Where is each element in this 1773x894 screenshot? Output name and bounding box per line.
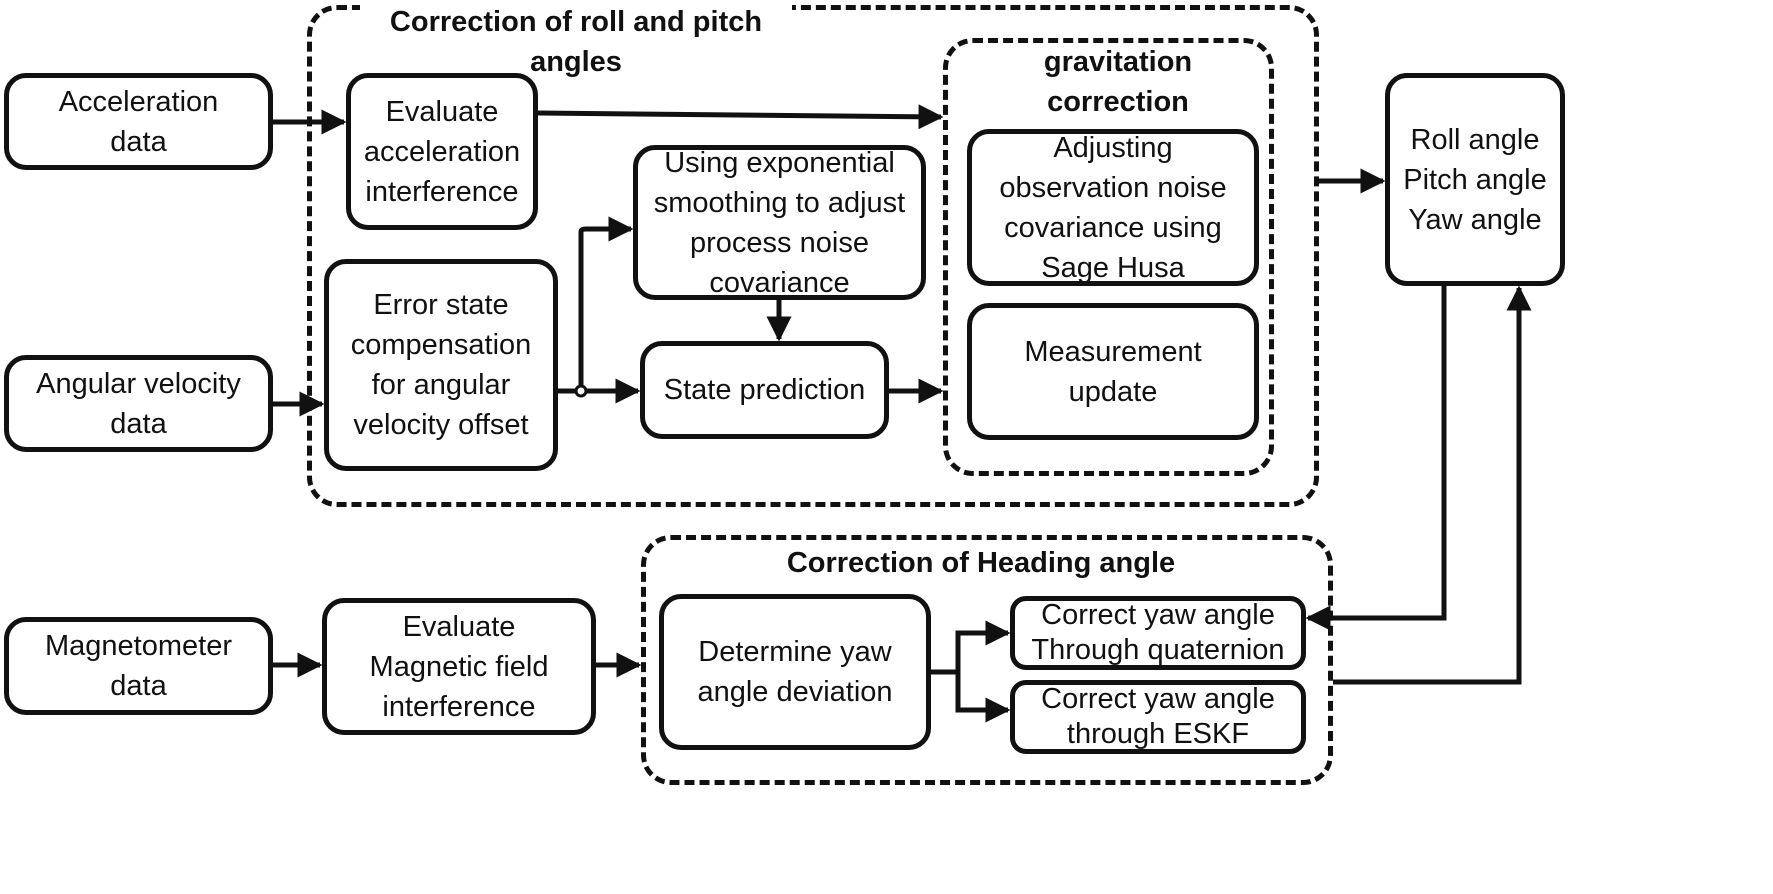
acceleration-data-box: Acceleration data [4, 73, 273, 170]
error-state-line3: for angular [371, 369, 511, 401]
evaluate-accel-line1: Evaluate [385, 95, 499, 128]
exp-smoothing-line4: covariance [709, 266, 850, 299]
error-state-line4: velocity offset [353, 409, 529, 441]
sage-husa-line2: observation noise [999, 171, 1227, 204]
group-title-heading-line1: Correction of Heading angle [786, 547, 1176, 579]
exponential-smoothing-box: Using exponential smoothing to adjust pr… [633, 145, 926, 300]
evaluate-magnetic-line1: Evaluate [402, 610, 516, 643]
sage-husa-line4: Sage Husa [1041, 251, 1185, 284]
yaw-eskf-box: Correct yaw angle through ESKF [1010, 680, 1306, 754]
arrow-yaw-deviation-to-eskf [955, 672, 1011, 723]
evaluate-acceleration-interference-box: Evaluate acceleration interference [346, 73, 538, 230]
magnetometer-data-box: Magnetometer data [4, 617, 273, 715]
yaw-eskf-line2: through ESKF [1066, 718, 1250, 750]
evaluate-magnetic-interference-box: Evaluate Magnetic field interference [322, 598, 596, 735]
junction-node [574, 384, 588, 398]
angular-velocity-data-line2: data [110, 407, 167, 440]
output-roll-angle: Roll angle [1410, 123, 1540, 156]
acceleration-data-line1: Acceleration [58, 85, 219, 118]
group-title-gravitation: gravitation correction [1000, 42, 1236, 122]
arrow-output-to-quaternion [1305, 286, 1447, 631]
sage-husa-line1: Adjusting [1053, 131, 1173, 164]
magnetometer-data-line2: data [110, 670, 167, 702]
error-state-line2: compensation [350, 329, 532, 361]
state-prediction-box: State prediction [640, 341, 889, 439]
group-title-heading: Correction of Heading angle [770, 543, 1192, 583]
output-angles-box: Roll angle Pitch angle Yaw angle [1385, 73, 1565, 286]
evaluate-accel-line2: acceleration [363, 135, 521, 168]
group-roll-pitch-correction [307, 5, 1319, 507]
yaw-deviation-line2: angle deviation [697, 676, 893, 708]
error-state-compensation-box: Error state compensation for angular vel… [324, 259, 558, 471]
group-title-gravitation-line2: correction [1047, 86, 1189, 118]
group-gravitation-correction [943, 38, 1274, 476]
arrow-junction-to-exp-smoothing [578, 216, 634, 386]
group-heading-correction [641, 535, 1333, 785]
exp-smoothing-line1: Using exponential [664, 146, 895, 179]
measurement-update-line2: update [1068, 375, 1158, 408]
exp-smoothing-line3: process noise [690, 226, 869, 259]
yaw-quaternion-line2: Through quaternion [1031, 634, 1285, 666]
state-prediction-line1: State prediction [663, 374, 866, 406]
evaluate-magnetic-line3: interference [382, 690, 536, 723]
yaw-deviation-box: Determine yaw angle deviation [659, 594, 931, 750]
yaw-deviation-line1: Determine yaw [698, 636, 892, 668]
group-title-gravitation-line1: gravitation [1043, 46, 1193, 78]
arrow-yaw-deviation-to-quaternion [931, 620, 1011, 675]
group-title-roll-pitch-line1: Correction of roll and pitch [389, 6, 763, 38]
measurement-update-line1: Measurement [1024, 335, 1202, 368]
sage-husa-line3: covariance using [1004, 211, 1222, 244]
group-title-roll-pitch-line2: angles [530, 46, 622, 78]
group-title-roll-pitch: Correction of roll and pitch angles [360, 2, 792, 82]
output-pitch-angle: Pitch angle [1403, 163, 1547, 196]
evaluate-accel-line3: interference [365, 175, 519, 208]
arrow-heading-to-output [1333, 285, 1532, 685]
yaw-eskf-line1: Correct yaw angle [1041, 683, 1275, 715]
output-yaw-angle: Yaw angle [1408, 203, 1542, 236]
angular-velocity-data-box: Angular velocity data [4, 355, 273, 452]
angular-velocity-data-line1: Angular velocity [36, 367, 241, 400]
measurement-update-box: Measurement update [967, 303, 1259, 440]
evaluate-magnetic-line2: Magnetic field [369, 650, 549, 683]
yaw-quaternion-line1: Correct yaw angle [1041, 599, 1275, 631]
magnetometer-data-line1: Magnetometer [45, 630, 232, 662]
arrow-evaluate-to-gravitation [537, 104, 944, 130]
yaw-quaternion-box: Correct yaw angle Through quaternion [1010, 596, 1306, 670]
exp-smoothing-line2: smoothing to adjust [653, 186, 906, 219]
error-state-line1: Error state [373, 289, 509, 321]
sage-husa-noise-box: Adjusting observation noise covariance u… [967, 129, 1259, 286]
acceleration-data-line2: data [110, 125, 167, 158]
